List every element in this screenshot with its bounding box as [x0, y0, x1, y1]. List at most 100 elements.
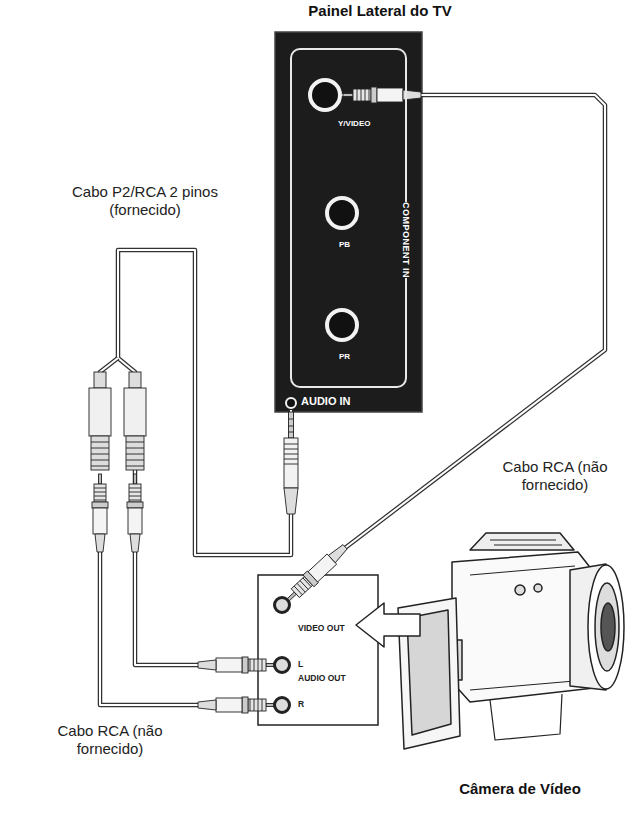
camcorder-lens	[588, 565, 624, 689]
rca-plug-part	[134, 474, 137, 484]
rca-plug-part	[129, 500, 141, 501]
label-box: Câmera de Vídeo	[440, 780, 600, 798]
rca-plug-part	[93, 508, 107, 534]
output-jack	[273, 656, 291, 674]
rca-plug-part	[130, 534, 140, 552]
rca-plug-part	[99, 474, 102, 484]
cable-core	[315, 95, 605, 575]
output-jack	[273, 696, 291, 714]
camcorder	[398, 533, 624, 749]
rca-plug-part	[328, 543, 348, 563]
p2-plug-part	[289, 419, 294, 420]
rca-plug	[127, 474, 143, 552]
jack-label-box: AUDIO OUT	[298, 673, 346, 683]
rca-plug-part	[198, 660, 216, 670]
rca-plug-part	[266, 704, 276, 707]
p2-plug-part	[284, 454, 298, 455]
rca-plug-part	[248, 699, 266, 711]
rca-plug-part	[250, 699, 251, 711]
rca-plug-part	[377, 88, 403, 102]
output-jack	[273, 596, 291, 614]
tv-side-panel: Y/VIDEOPBPRAUDIO INPainel Lateral do TVC…	[275, 32, 422, 412]
rca-plug	[343, 87, 421, 103]
rca-socket-part	[91, 442, 109, 443]
rca-plug-part	[250, 659, 251, 671]
camcorder-lens	[601, 603, 615, 651]
device-label: Câmera de Vídeo	[459, 780, 581, 798]
jack-label-box: PB	[339, 240, 350, 250]
cable-core	[118, 250, 291, 665]
p2-plug-part	[289, 426, 294, 427]
cable-core	[100, 552, 258, 705]
p2-plug-part	[289, 432, 294, 433]
camcorder-body-line	[470, 566, 586, 690]
rca-plug-part	[403, 90, 421, 100]
p2-plug-part	[284, 444, 298, 445]
audio-input: AUDIO IN	[285, 396, 353, 410]
jack-label-box: Y/VIDEO	[338, 119, 370, 129]
cable-group	[315, 95, 605, 575]
rca-plug-part	[357, 89, 358, 101]
rca-plug-part	[129, 484, 141, 502]
rca-plug-part	[262, 699, 263, 711]
rca-plug-part	[266, 664, 276, 667]
jack-label-box: VIDEO OUT	[298, 623, 345, 633]
audio-jack	[285, 397, 297, 409]
panel-title: Painel Lateral do TV	[308, 2, 451, 20]
jack-label: L	[298, 659, 303, 669]
jack-label: PR	[339, 352, 350, 362]
component-jack: PB	[325, 196, 359, 230]
rca-plug-part	[129, 492, 141, 493]
cable-group	[118, 250, 291, 665]
p2-plug-part	[284, 459, 298, 460]
rca-socket-part	[91, 436, 109, 470]
rca-socket-part	[91, 448, 109, 449]
rca-plug-part	[129, 496, 141, 497]
rca-plug	[92, 474, 108, 552]
rca-socket-part	[126, 460, 144, 461]
rca-socket-part	[89, 388, 111, 436]
rca-socket-part	[126, 454, 144, 455]
rca-plug-part	[216, 658, 242, 672]
jack-label: AUDIO IN	[301, 395, 351, 408]
jack-label: R	[298, 699, 304, 709]
rca-socket-part	[126, 448, 144, 449]
jack-label: VIDEO OUT	[298, 623, 345, 633]
jack-label-box: L	[298, 659, 303, 669]
rca-socket-part	[124, 388, 146, 436]
rca-socket-part	[91, 460, 109, 461]
rca-plug-part	[94, 492, 106, 493]
rca-socket-part	[126, 436, 144, 470]
rca-plug-part	[371, 87, 377, 103]
rca-plug	[198, 657, 276, 673]
cable-label: Cabo P2/RCA 2 pinos (fornecido)	[60, 183, 230, 219]
rca-plug-part	[129, 488, 141, 489]
rca-socket-part	[129, 372, 141, 388]
jack-label: AUDIO OUT	[298, 673, 346, 683]
rca-plug-part	[365, 89, 366, 101]
p2-plug-part	[284, 464, 298, 465]
jack-label: PB	[339, 240, 350, 250]
rca-plug-part	[94, 496, 106, 497]
rca-plug-part	[254, 659, 255, 671]
rca-plug-part	[369, 89, 370, 101]
rca-plug-part	[343, 94, 353, 97]
rca-plug-part	[258, 699, 259, 711]
camcorder-handle-ridge	[490, 540, 562, 545]
p2-plug-part	[284, 438, 298, 488]
rca-socket-part	[126, 442, 144, 443]
rca-socket	[124, 372, 146, 470]
cable	[100, 552, 258, 705]
label-box: Cabo RCA (não fornecido)	[485, 458, 625, 494]
rca-plug-part	[353, 89, 371, 101]
rca-plug-part	[216, 698, 242, 712]
rca-plug	[198, 697, 276, 713]
rca-plug-part	[127, 502, 143, 508]
rca-plug-part	[128, 508, 142, 534]
label-box: Cabo RCA (não fornecido)	[40, 722, 180, 758]
rca-plug-part	[198, 700, 216, 710]
rca-plug-part	[262, 659, 263, 671]
